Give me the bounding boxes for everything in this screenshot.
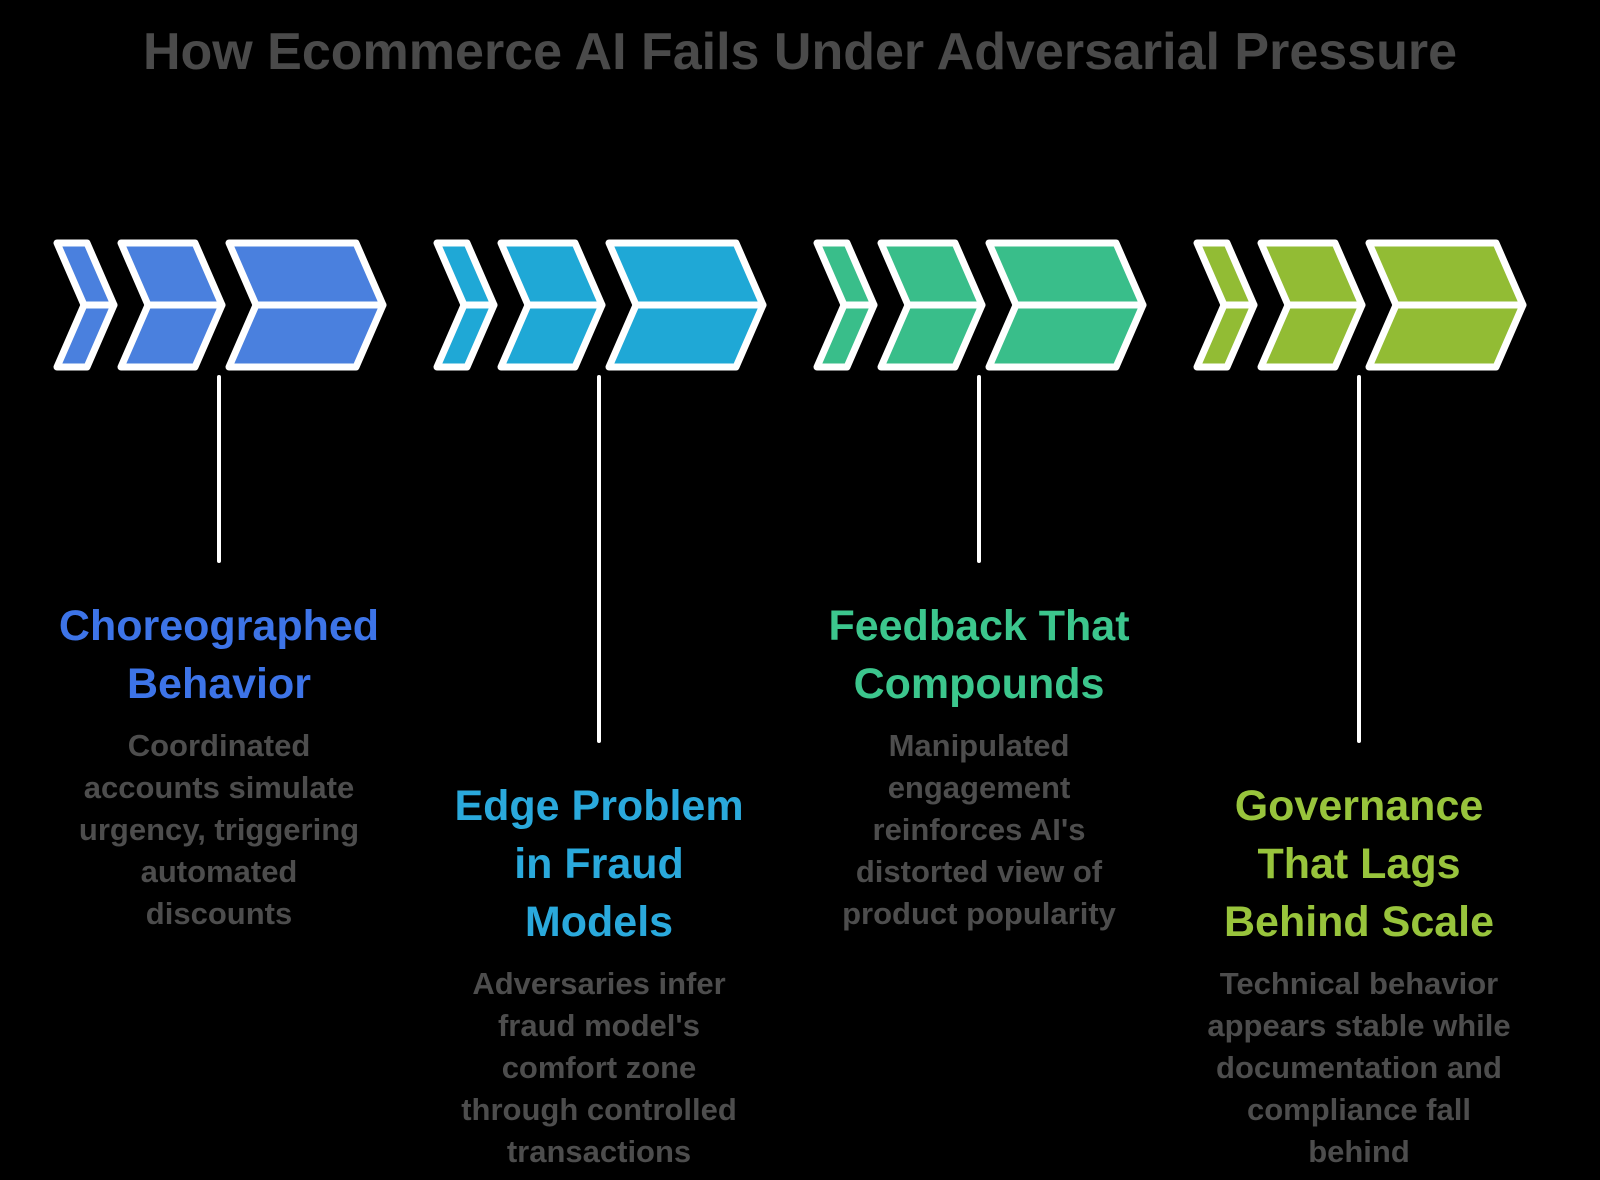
step-description: Technical behavior appears stable while … xyxy=(1207,966,1511,1169)
connector-line xyxy=(1357,375,1361,743)
chevron-arrows-icon xyxy=(53,239,387,371)
step-description: Manipulated engagement reinforces AI's d… xyxy=(842,728,1116,931)
page-title: How Ecommerce AI Fails Under Adversarial… xyxy=(142,23,1458,81)
step-heading: Governance That Lags Behind Scale xyxy=(1223,782,1495,946)
step-description: Adversaries infer fraud model's comfort … xyxy=(461,966,737,1169)
step-governance-lags-scale: Governance That Lags Behind Scale Techni… xyxy=(1189,237,1529,1173)
step-choreographed-behavior: Choreographed Behavior Coordinated accou… xyxy=(49,237,389,1173)
step-description: Coordinated accounts simulate urgency, t… xyxy=(78,728,360,931)
step-feedback-that-compounds: Feedback That Compounds Manipulated enga… xyxy=(809,237,1149,1173)
chevron-arrows-icon xyxy=(433,239,767,371)
step-heading: Choreographed Behavior xyxy=(58,602,380,708)
chevron-arrows-icon xyxy=(813,239,1147,371)
steps-row: Choreographed Behavior Coordinated accou… xyxy=(0,237,1600,1173)
step-heading: Edge Problem in Fraud Models xyxy=(454,782,744,946)
connector-line xyxy=(977,375,981,563)
connector-line xyxy=(217,375,221,563)
chevron-arrows-icon xyxy=(1193,239,1527,371)
connector-line xyxy=(597,375,601,743)
step-edge-problem-fraud-models: Edge Problem in Fraud Models Adversaries… xyxy=(429,237,769,1173)
step-heading: Feedback That Compounds xyxy=(828,602,1130,708)
